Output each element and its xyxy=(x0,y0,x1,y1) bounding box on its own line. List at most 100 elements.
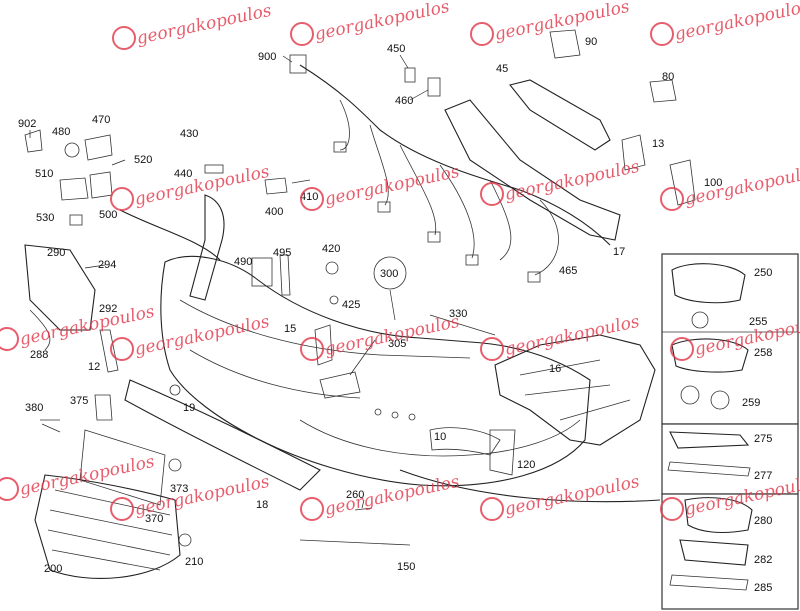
left-side-parts xyxy=(24,244,321,579)
label-902: 902 xyxy=(18,118,36,130)
harness-branch xyxy=(534,199,559,276)
bracket-right-16 xyxy=(494,334,656,446)
sensor-470 xyxy=(84,134,113,161)
label-45: 45 xyxy=(496,63,508,75)
label-425: 425 xyxy=(342,299,360,311)
label-210: 210 xyxy=(185,556,203,568)
strip-12 xyxy=(99,329,119,373)
leader-520 xyxy=(111,159,126,166)
label-500: 500 xyxy=(99,209,117,221)
watermark-text: georgakopoulos xyxy=(493,0,632,45)
label-373: 373 xyxy=(170,483,188,495)
label-19: 19 xyxy=(183,402,195,414)
ring-259 xyxy=(680,385,700,405)
label-290: 290 xyxy=(47,247,65,259)
ring-480 xyxy=(64,142,80,158)
panel-box-center-grilles xyxy=(661,493,799,610)
sensor-hole xyxy=(408,413,416,421)
strip-330 xyxy=(429,314,496,336)
label-258: 258 xyxy=(754,347,772,359)
watermark-logo-icon xyxy=(0,477,19,501)
clip-902 xyxy=(24,129,43,153)
watermark-stamp: georgakopoulos xyxy=(300,162,462,211)
harness-clip xyxy=(289,54,307,74)
bolt-260 xyxy=(354,507,373,511)
bracket-17 xyxy=(444,99,621,241)
watermark-text: georgakopoulos xyxy=(313,0,452,45)
grille-200 xyxy=(34,474,181,579)
bracket-120 xyxy=(489,429,516,476)
ring-255 xyxy=(691,311,709,329)
connector xyxy=(377,201,391,213)
label-470: 470 xyxy=(92,114,110,126)
bumper-side-edge xyxy=(189,194,225,301)
side-panel-lower xyxy=(661,423,799,610)
clip-288 xyxy=(29,309,51,351)
watermark-stamp: georgakopoulos xyxy=(290,0,452,46)
washer-425 xyxy=(329,295,339,305)
watermark-logo-icon xyxy=(480,337,504,361)
label-90: 90 xyxy=(585,36,597,48)
watermark-stamp: georgakopoulos xyxy=(650,0,800,46)
watermark-stamp: georgakopoulos xyxy=(480,472,642,521)
bumper-fog-recess xyxy=(429,427,501,456)
watermark-text: georgakopoulos xyxy=(673,0,800,45)
bracket-45 xyxy=(509,79,611,151)
upper-carrier-brackets xyxy=(444,29,696,241)
ring-259b xyxy=(710,390,730,410)
bolt-410 xyxy=(291,179,311,184)
label-294: 294 xyxy=(98,259,116,271)
panel-box-trim-strips xyxy=(661,423,799,495)
grille-275 xyxy=(669,431,750,449)
watermark-stamp: georgakopoulos xyxy=(110,472,272,521)
watermark-text: georgakopoulos xyxy=(133,472,272,520)
label-150: 150 xyxy=(397,561,415,573)
connector xyxy=(527,271,541,283)
clip-80 xyxy=(649,79,677,103)
leader-260 xyxy=(361,499,365,509)
detail-circle-300 xyxy=(373,256,407,290)
watermark-logo-icon xyxy=(110,337,134,361)
label-12: 12 xyxy=(88,361,100,373)
bolt-420 xyxy=(325,261,339,275)
label-80: 80 xyxy=(662,71,674,83)
leader-450 xyxy=(399,54,409,69)
module-490 xyxy=(251,257,273,287)
label-275: 275 xyxy=(754,433,772,445)
part-labels: 900 450 45 90 80 460 902 480 470 430 520… xyxy=(18,36,772,594)
label-17: 17 xyxy=(613,246,625,258)
strip-150 xyxy=(299,539,411,546)
label-465: 465 xyxy=(559,265,577,277)
watermark-text: georgakopoulos xyxy=(135,1,274,49)
watermark-stamp: georgakopoulos xyxy=(480,157,642,206)
label-259: 259 xyxy=(742,397,760,409)
watermark-text: georgakopoulos xyxy=(18,452,157,500)
watermark-text: georgakopoulos xyxy=(323,312,462,360)
connector xyxy=(333,141,347,153)
bracket-13 xyxy=(621,134,646,171)
part-375 xyxy=(94,394,113,421)
label-900: 900 xyxy=(258,51,276,63)
harness-branch xyxy=(439,164,475,259)
bezel-258 xyxy=(671,338,749,373)
label-495: 495 xyxy=(273,247,291,259)
clip-373 xyxy=(168,458,182,472)
watermark-text: georgakopoulos xyxy=(503,157,642,205)
bumper-lower-lip xyxy=(299,419,581,457)
label-440: 440 xyxy=(174,168,192,180)
sweep-lines xyxy=(119,209,661,503)
label-400: 400 xyxy=(265,206,283,218)
bumper-outline xyxy=(160,255,591,487)
label-285: 285 xyxy=(754,582,772,594)
clip-440 xyxy=(204,164,224,174)
bracket-495 xyxy=(279,254,291,296)
bracket-100 xyxy=(669,159,696,206)
clip-400 xyxy=(264,177,288,195)
sensor-hole xyxy=(374,408,382,416)
sweep-line-left xyxy=(119,209,221,261)
strip-277 xyxy=(667,461,751,477)
watermark-text: georgakopoulos xyxy=(323,162,462,210)
leader-294 xyxy=(84,264,106,269)
harness-branch xyxy=(339,99,350,151)
label-288: 288 xyxy=(30,349,48,361)
